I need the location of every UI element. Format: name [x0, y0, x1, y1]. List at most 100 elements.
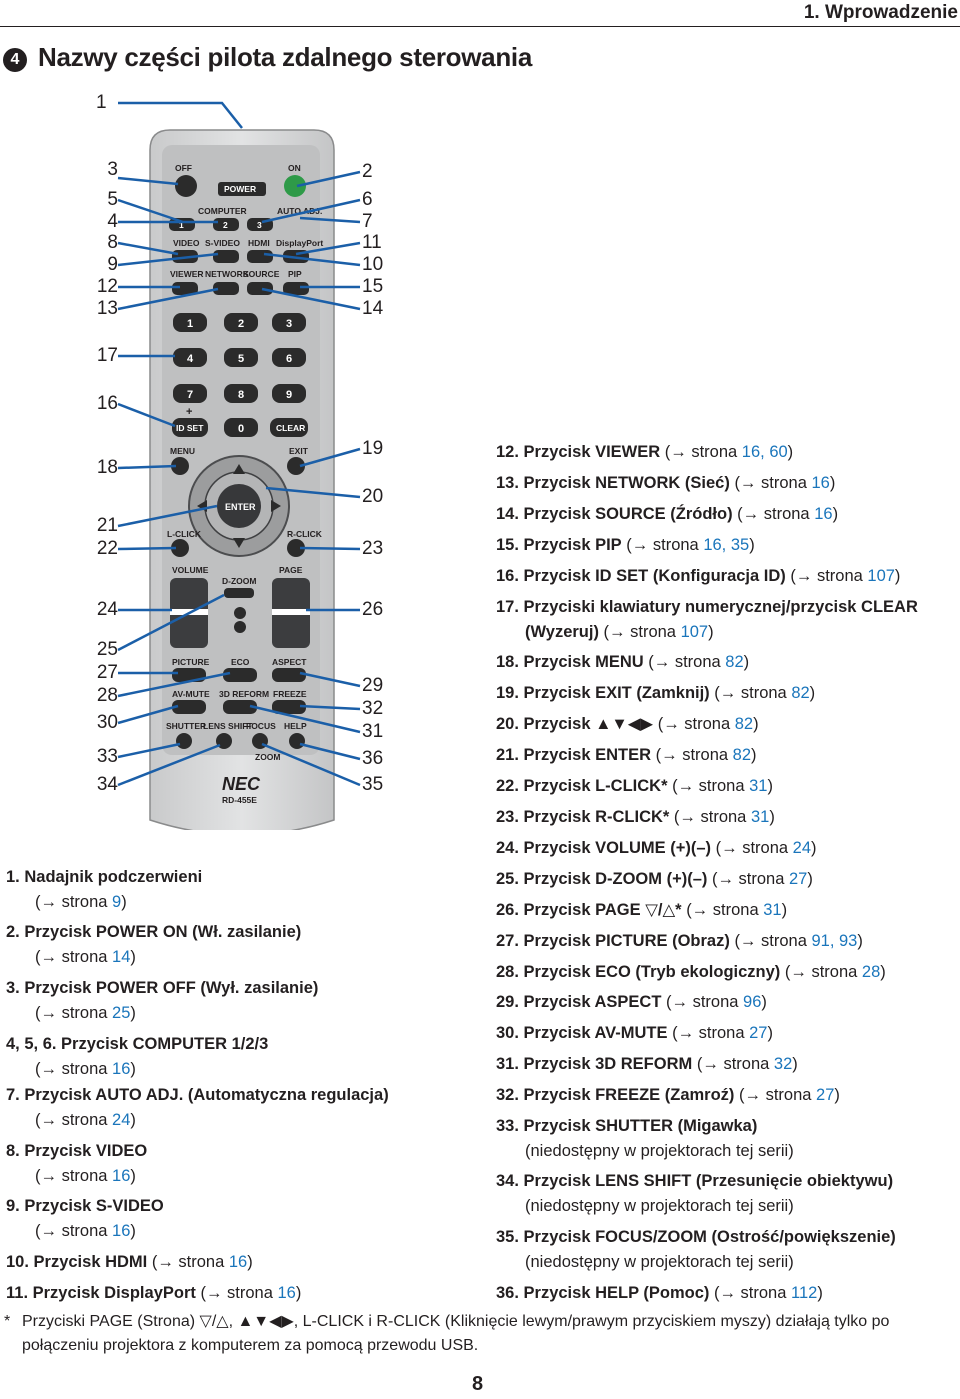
callout-left: 5: [107, 189, 118, 210]
label-n1: 1: [187, 318, 193, 330]
callout-left: 17: [96, 345, 118, 366]
callout-right: 15: [362, 276, 384, 297]
list-item: 27. Przycisk PICTURE (Obraz) (→ strona 9…: [496, 932, 863, 950]
list-item: 24. Przycisk VOLUME (+)(–) (→ strona 24): [496, 839, 817, 857]
label-model: RD-455E: [222, 795, 257, 805]
callout-right: 11: [362, 232, 382, 253]
list-item: 22. Przycisk L-CLICK* (→ strona 31): [496, 777, 773, 795]
page-number: 8: [472, 1373, 484, 1395]
label-displayport: DisplayPort: [276, 238, 323, 248]
label-n5: 5: [238, 353, 244, 365]
list-item: 15. Przycisk PIP (→ strona 16, 35): [496, 536, 755, 554]
nec-logo: NEC: [222, 774, 261, 794]
callout-left: 16: [96, 393, 118, 414]
list-item: 30. Przycisk AV-MUTE (→ strona 27): [496, 1024, 773, 1042]
label-n0: 0: [238, 423, 244, 435]
down-arrow-icon: [233, 538, 245, 548]
label-off: OFF: [175, 163, 192, 173]
callout-left: 13: [96, 298, 118, 319]
callout-right: 20: [362, 486, 384, 507]
list-item: 23. Przycisk R-CLICK* (→ strona 31): [496, 808, 775, 826]
callout-left: 30: [96, 712, 118, 733]
label-auto-adj: AUTO ADJ.: [277, 206, 322, 216]
list-item: 16. Przycisk ID SET (Konfiguracja ID) (→…: [496, 567, 901, 585]
list-item: 31. Przycisk 3D REFORM (→ strona 32): [496, 1055, 798, 1073]
callout-right: 35: [362, 774, 384, 795]
label-plus-id: +: [186, 406, 192, 418]
callout-left: 27: [96, 662, 118, 683]
label-n9: 9: [286, 389, 292, 401]
label-focus: FOCUS: [246, 721, 276, 731]
list-item: 35. Przycisk FOCUS/ZOOM (Ostrość/powięks…: [496, 1228, 896, 1271]
callout-left: 33: [96, 746, 118, 767]
dzoom-plus: [234, 607, 246, 619]
right-arrow-icon: [271, 500, 281, 512]
callout-left: 9: [107, 254, 118, 275]
label-dzoom: D-ZOOM: [222, 576, 256, 586]
callout-right: 26: [362, 599, 384, 620]
callout-right: 7: [362, 211, 373, 232]
label-c2: 2: [223, 220, 228, 230]
callout-left: 18: [96, 457, 118, 478]
label-pip: PIP: [288, 269, 302, 279]
up-arrow-icon: [233, 464, 245, 474]
callout-right: 6: [362, 189, 373, 210]
label-network: NETWORK: [205, 269, 250, 279]
callout-1: 1: [96, 92, 107, 113]
footnote: * Przyciski PAGE (Strona) ▽/△, ▲▼◀▶, L-C…: [4, 1310, 960, 1358]
label-on: ON: [288, 163, 301, 173]
list-item: 11. Przycisk DisplayPort (→ strona 16): [6, 1284, 302, 1302]
page-title: Nazwy części pilota zdalnego sterowania: [38, 42, 533, 72]
list-item: 7. Przycisk AUTO ADJ. (Automatyczna regu…: [6, 1086, 389, 1129]
list-item: 26. Przycisk PAGE ▽/△* (→ strona 31): [496, 901, 788, 919]
label-video: VIDEO: [173, 238, 200, 248]
dzoom-minus: [234, 621, 246, 633]
label-n4: 4: [187, 353, 194, 365]
label-volume: VOLUME: [172, 565, 209, 575]
label-avmute: AV-MUTE: [172, 689, 210, 699]
label-hdmi: HDMI: [248, 238, 270, 248]
enter-button: [217, 484, 261, 528]
list-item: 32. Przycisk FREEZE (Zamroź) (→ strona 2…: [496, 1086, 840, 1104]
callout-right: 32: [362, 698, 384, 719]
list-item: 17. Przyciski klawiatury numerycznej/prz…: [496, 598, 918, 641]
list-item: 25. Przycisk D-ZOOM (+)(–) (→ strona 27): [496, 870, 813, 888]
label-c3: 3: [257, 220, 262, 230]
dzoom-button: [224, 588, 254, 598]
remote-control-illustration: OFF ON POWER COMPUTER AUTO ADJ. 1 2 3 VI…: [117, 101, 361, 830]
label-help: HELP: [284, 721, 307, 731]
callout-left: 4: [107, 211, 118, 232]
callout-left: 34: [96, 774, 118, 795]
list-item: 1. Nadajnik podczerwieni (→ strona 9): [6, 868, 203, 911]
callout-right: 19: [362, 438, 384, 459]
label-eco: ECO: [231, 657, 250, 667]
list-item: 8. Przycisk VIDEO (→ strona 16): [6, 1142, 148, 1185]
label-lensshift: LENS SHIFT: [203, 721, 253, 731]
small-keys: [169, 218, 309, 749]
label-enter: ENTER: [225, 502, 256, 512]
label-n3: 3: [286, 318, 292, 330]
label-rclick: R-CLICK: [287, 529, 323, 539]
callout-right: 10: [362, 254, 384, 275]
label-power: POWER: [224, 184, 256, 194]
label-id-set: ID SET: [176, 423, 204, 433]
list-item: 36. Przycisk HELP (Pomoc) (→ strona 112): [496, 1284, 823, 1302]
list-item: 12. Przycisk VIEWER (→ strona 16, 60): [496, 443, 794, 461]
label-computer: COMPUTER: [198, 206, 247, 216]
label-freeze: FREEZE: [273, 689, 307, 699]
label-c1: 1: [179, 220, 184, 230]
list-item: 28. Przycisk ECO (Tryb ekologiczny) (→ s…: [496, 963, 886, 981]
label-n6: 6: [286, 353, 292, 365]
callout-left: 21: [96, 515, 118, 536]
callout-right: 2: [362, 161, 373, 182]
power-on-button: [284, 175, 306, 197]
callout-right: 29: [362, 675, 384, 696]
list-item: 21. Przycisk ENTER (→ strona 82): [496, 746, 757, 764]
list-item: 2. Przycisk POWER ON (Wł. zasilanie) (→ …: [6, 923, 302, 966]
callout-right: 14: [362, 298, 384, 319]
callout-right: 36: [362, 748, 384, 769]
label-aspect: ASPECT: [272, 657, 307, 667]
list-item: 34. Przycisk LENS SHIFT (Przesunięcie ob…: [496, 1172, 894, 1215]
list-item: 20. Przycisk ▲▼◀▶ (→ strona 82): [496, 715, 759, 733]
label-page: PAGE: [279, 565, 303, 575]
